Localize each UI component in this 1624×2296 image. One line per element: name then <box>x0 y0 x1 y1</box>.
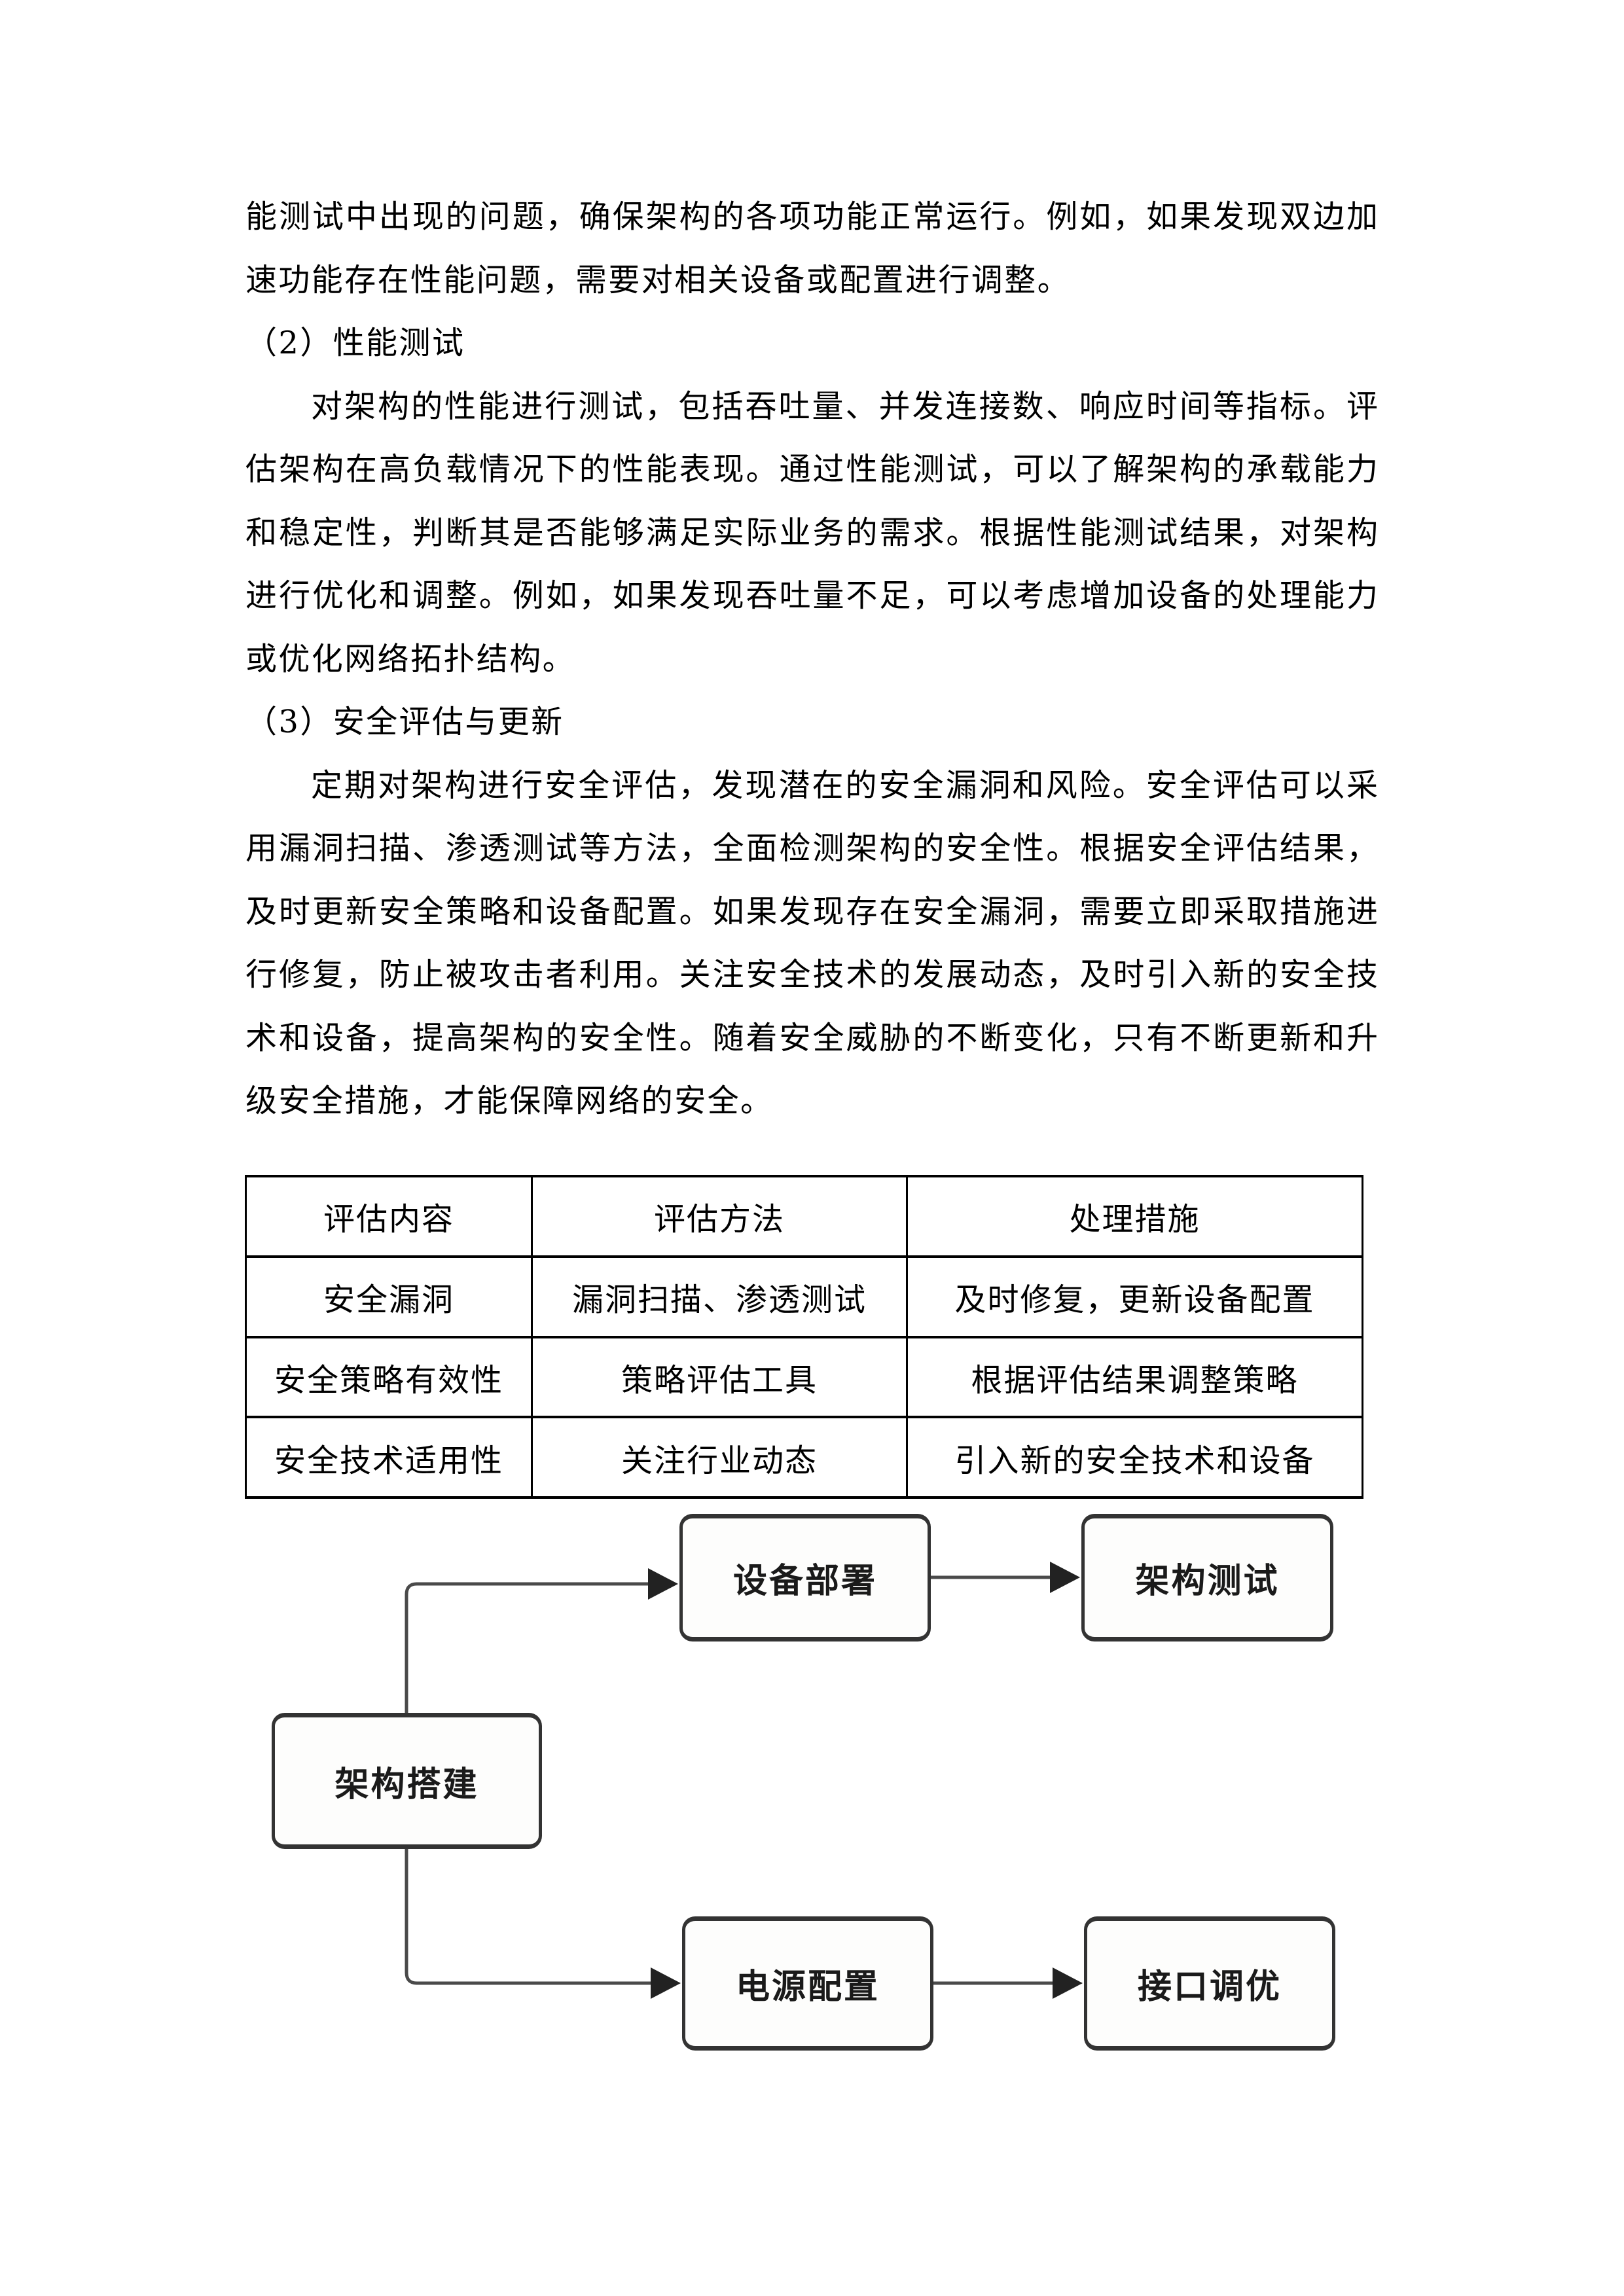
body-line: 估架构在高负载情况下的性能表现。通过性能测试，可以了解架构的承载能力 <box>245 451 1378 488</box>
table-cell: 安全漏洞 <box>245 1255 533 1338</box>
table-row: 安全策略有效性 策略评估工具 根据评估结果调整策略 <box>245 1335 1363 1419</box>
table-cell: 策略评估工具 <box>531 1335 908 1419</box>
flow-node-jiekou-tiaoyou: 接口调优 <box>1084 1916 1335 2051</box>
flow-node-shebei-bushu: 设备部署 <box>679 1514 931 1641</box>
table-row: 安全漏洞 漏洞扫描、渗透测试 及时修复，更新设备配置 <box>245 1255 1363 1338</box>
evaluation-table: 评估内容 评估方法 处理措施 安全漏洞 漏洞扫描、渗透测试 及时修复，更新设备配… <box>245 1175 1363 1499</box>
body-line: 能测试中出现的问题，确保架构的各项功能正常运行。例如，如果发现双边加 <box>245 198 1378 235</box>
arrowhead-icon <box>1053 1967 1083 1999</box>
flow-node-label: 设备部署 <box>732 1562 877 1601</box>
table-row: 安全技术适用性 关注行业动态 引入新的安全技术和设备 <box>245 1416 1363 1499</box>
table-header-cell: 评估内容 <box>245 1175 533 1258</box>
body-line: 和稳定性，判断其是否能够满足实际业务的需求。根据性能测试结果，对架构 <box>245 514 1378 551</box>
body-line: 定期对架构进行安全评估，发现潜在的安全漏洞和风险。安全评估可以采 <box>311 766 1378 804</box>
arrowhead-icon <box>648 1568 678 1600</box>
table-cell: 安全技术适用性 <box>245 1416 533 1499</box>
table-header-row: 评估内容 评估方法 处理措施 <box>245 1175 1363 1258</box>
flow-node-dianyuan-peizhi: 电源配置 <box>682 1916 933 2051</box>
body-line: 对架构的性能进行测试，包括吞吐量、并发连接数、响应时间等指标。评 <box>311 387 1378 425</box>
body-line: 速功能存在性能问题，需要对相关设备或配置进行调整。 <box>245 261 1071 298</box>
connector-line <box>405 1582 648 1713</box>
table-cell: 引入新的安全技术和设备 <box>906 1416 1363 1499</box>
body-line: 进行优化和调整。例如，如果发现吞吐量不足，可以考虑增加设备的处理能力 <box>245 577 1378 614</box>
table-cell: 关注行业动态 <box>531 1416 908 1499</box>
body-line: 行修复，防止被攻击者利用。关注安全技术的发展动态，及时引入新的安全技 <box>245 956 1378 993</box>
text-block: 能测试中出现的问题，确保架构的各项功能正常运行。例如，如果发现双边加 速功能存在… <box>245 185 1378 1133</box>
table-cell: 安全策略有效性 <box>245 1335 533 1419</box>
body-line: 级安全措施，才能保障网络的安全。 <box>245 1083 774 1119</box>
arrowhead-icon <box>651 1967 681 1999</box>
arrowhead-icon <box>1050 1562 1080 1593</box>
table-cell: 漏洞扫描、渗透测试 <box>531 1255 908 1338</box>
flow-node-jiagou-ceshi: 架构测试 <box>1081 1514 1333 1641</box>
flow-node-jiagou-dajian: 架构搭建 <box>272 1713 542 1849</box>
connector-line <box>405 1849 651 1985</box>
table-header-cell: 评估方法 <box>531 1175 908 1258</box>
body-line: 或优化网络拓扑结构。 <box>245 640 576 677</box>
section-heading: （3）安全评估与更新 <box>245 704 564 740</box>
body-line: 术和设备，提高架构的安全性。随着安全威胁的不断变化，只有不断更新和升 <box>245 1019 1378 1056</box>
section-heading: （2）性能测试 <box>245 325 465 361</box>
table-cell: 根据评估结果调整策略 <box>906 1335 1363 1419</box>
table-header-cell: 处理措施 <box>906 1175 1363 1258</box>
body-line: 及时更新安全策略和设备配置。如果发现存在安全漏洞，需要立即采取措施进 <box>245 893 1378 930</box>
flow-node-label: 接口调优 <box>1137 1967 1282 2007</box>
flow-node-label: 电源配置 <box>735 1967 880 2007</box>
body-line: 用漏洞扫描、渗透测试等方法，全面检测架构的安全性。根据安全评估结果， <box>245 830 1378 867</box>
flow-node-label: 架构搭建 <box>334 1765 479 1804</box>
table-cell: 及时修复，更新设备配置 <box>906 1255 1363 1338</box>
flow-node-label: 架构测试 <box>1135 1562 1280 1601</box>
